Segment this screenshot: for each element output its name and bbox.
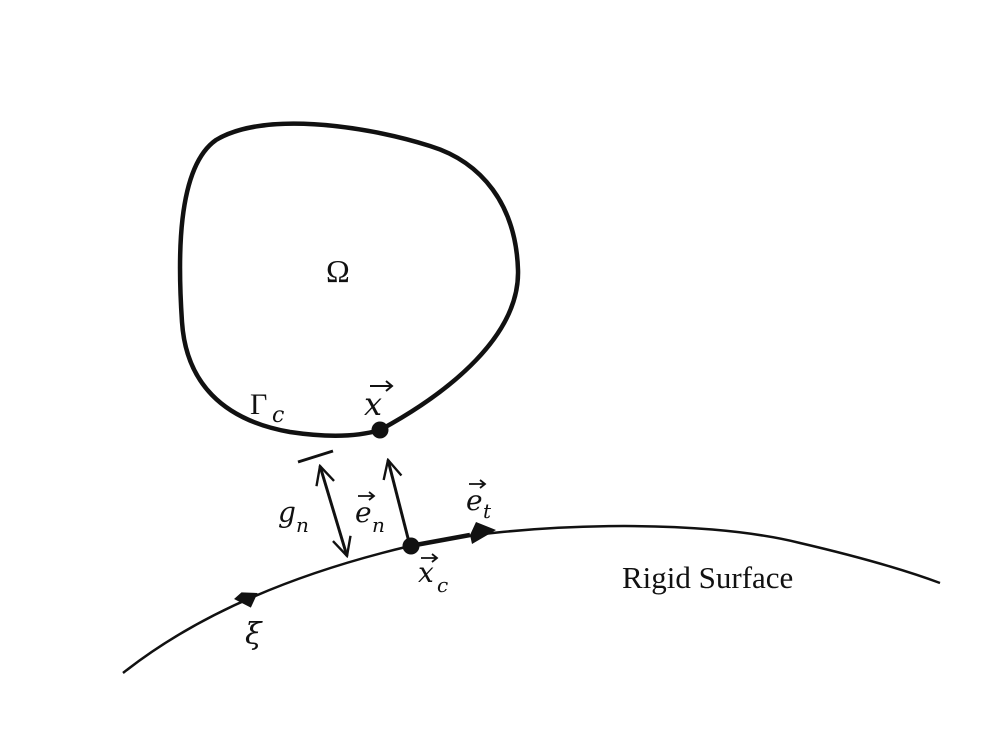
- en-vec-accent: [358, 491, 376, 501]
- omega-label: Ω: [326, 253, 350, 289]
- x-label: x: [364, 385, 382, 423]
- tangent-segment: [409, 532, 471, 549]
- et-label: e: [466, 484, 483, 517]
- gamma-label: Γ: [250, 388, 267, 421]
- xc-sub: c: [437, 573, 448, 597]
- gap-arrow: [320, 466, 347, 556]
- tangent-arrow-icon: [470, 522, 496, 544]
- en-label: e: [355, 496, 372, 529]
- point-xc-dot: [402, 537, 420, 555]
- en-sub: n: [372, 513, 385, 537]
- et-sub: t: [483, 499, 492, 523]
- et-vec-accent: [469, 479, 487, 489]
- xi-arrow-icon: [234, 592, 258, 608]
- body-omega-outline: [177, 121, 521, 438]
- xc-vec-accent: [421, 553, 439, 563]
- gamma-sub: c: [272, 403, 284, 428]
- xi-label: ξ: [245, 617, 263, 652]
- normal-vector-arrow: [388, 460, 412, 547]
- gn-sub: n: [296, 513, 309, 537]
- gn-label: g: [278, 496, 296, 529]
- xc-label: x: [418, 556, 434, 589]
- x-vec-accent: [370, 380, 394, 392]
- gap-bar: [297, 449, 334, 464]
- rigid-surface-label: Rigid Surface: [622, 560, 793, 595]
- point-x-dot: [371, 421, 389, 439]
